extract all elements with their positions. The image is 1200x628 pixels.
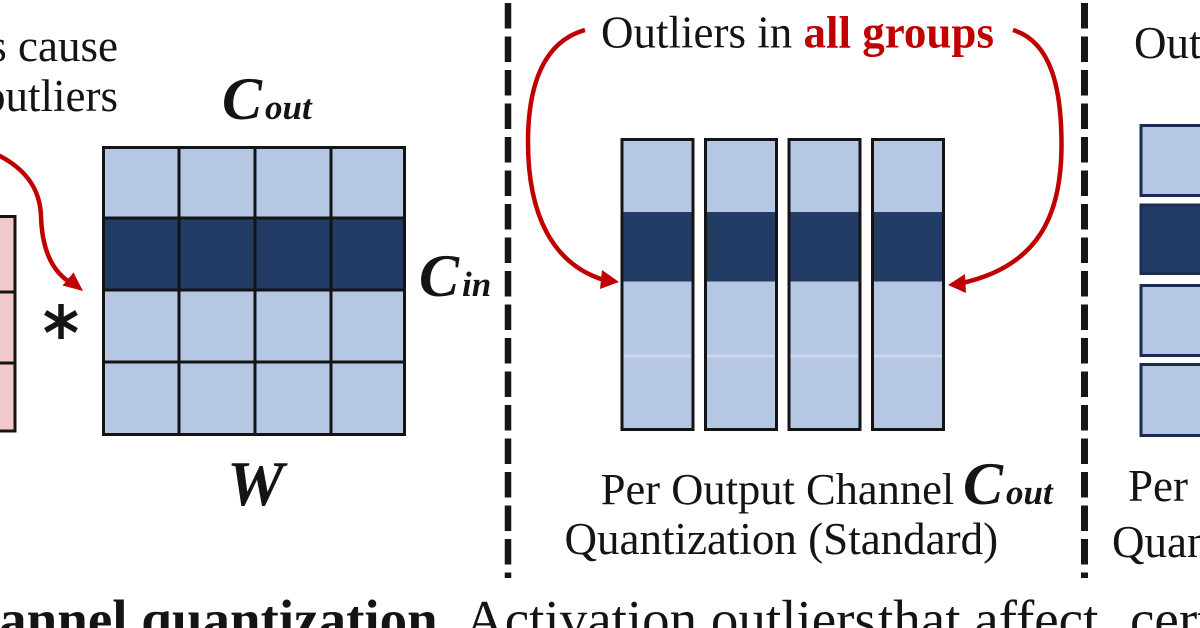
svg-text:Quantization (Standard): Quantization (Standard) — [565, 514, 999, 564]
svg-text:Per Input Channel: Per Input Channel — [1128, 461, 1200, 511]
svg-text:Outliers in one group: Outliers in one group — [1134, 18, 1200, 68]
svg-text:Activation outliers: Activation outliers — [465, 589, 876, 628]
svg-text:outliers: outliers — [0, 71, 118, 121]
svg-text:W: W — [227, 448, 288, 519]
svg-text:certain weights: certain weights — [1130, 589, 1200, 628]
svg-text:channel quantization.: channel quantization. — [0, 589, 452, 628]
svg-text:Quantization (Ours): Quantization (Ours) — [1112, 517, 1200, 567]
svg-text:that affect: that affect — [878, 589, 1098, 628]
svg-text:Outliers in all groups: Outliers in all groups — [601, 8, 994, 58]
svg-text:Activations cause: Activations cause — [0, 21, 118, 71]
svg-text:Per Output Channel: Per Output Channel — [601, 464, 954, 514]
svg-text:Cin: Cin — [419, 243, 491, 309]
